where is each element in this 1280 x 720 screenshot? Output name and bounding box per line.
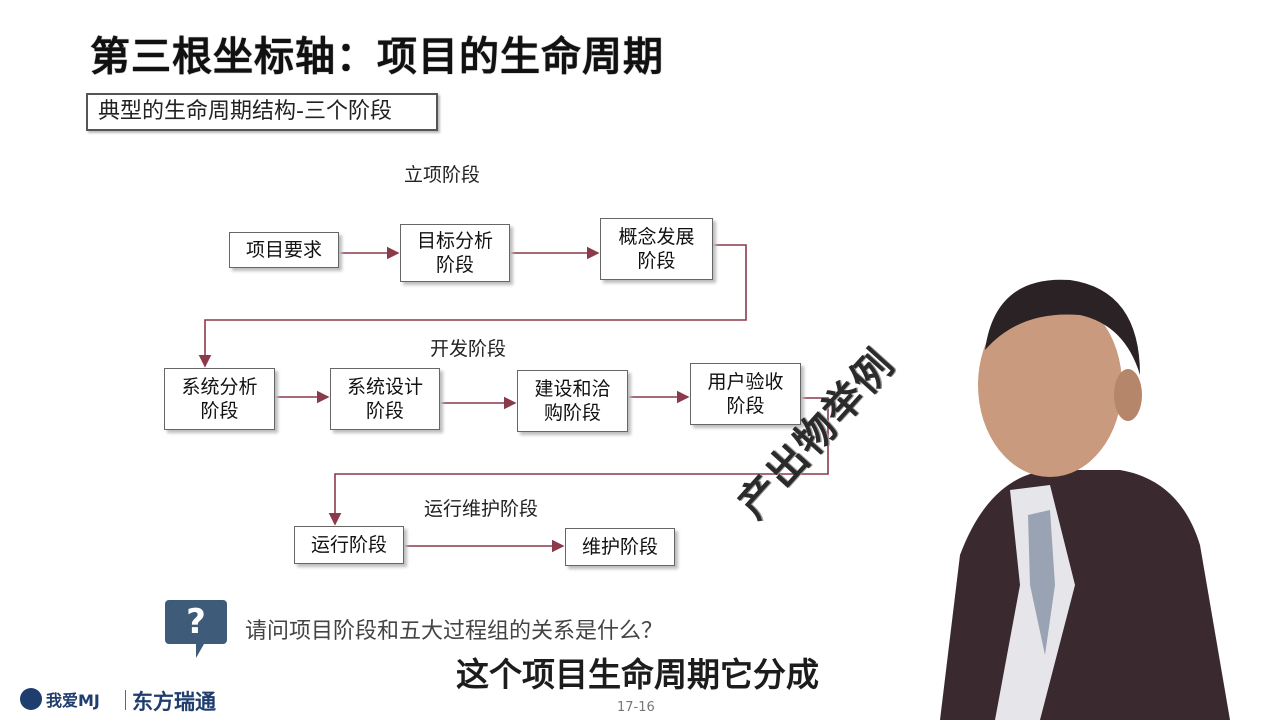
phase-label-development: 开发阶段 [430,338,507,360]
node-label: 用户验收 [707,371,784,393]
node-label: 阶段 [435,254,474,276]
node-label: 建设和洽 [534,378,611,400]
phase-label-initiation: 立项阶段 [404,164,481,186]
node-label: 系统设计 [346,376,423,398]
page-number: 17-16 [617,700,655,715]
slide-title: 第三根坐标轴：项目的生命周期 [90,34,664,80]
logo-right: 东方瑞通 [132,690,216,714]
node-build-procure: 建设和洽 购阶段 [517,370,628,432]
phase-label-operation: 运行维护阶段 [424,498,539,520]
node-label: 阶段 [726,395,765,417]
logo-mark-icon [20,688,42,710]
node-label: 项目要求 [245,239,322,261]
node-label: 概念发展 [618,226,695,248]
slide-subtitle: 典型的生命周期结构-三个阶段 [86,93,438,131]
node-system-analysis: 系统分析 阶段 [164,368,275,430]
question-icon-tail [196,644,204,658]
node-label: 运行阶段 [310,534,387,556]
node-goal-analysis: 目标分析 阶段 [400,224,510,282]
node-maintenance-stage: 维护阶段 [565,528,675,566]
node-label: 阶段 [200,400,239,422]
node-label: 目标分析 [416,230,493,252]
node-project-requirements: 项目要求 [229,232,339,268]
node-user-acceptance: 用户验收 阶段 [690,363,801,425]
node-operation-stage: 运行阶段 [294,526,404,564]
question-text: 请问项目阶段和五大过程组的关系是什么？ [245,619,664,644]
node-concept-development: 概念发展 阶段 [600,218,713,280]
presenter-image [940,279,1230,720]
logo-divider [125,690,126,710]
logo-left: 我爱MJ [20,684,100,714]
node-label: 阶段 [637,250,676,272]
node-system-design: 系统设计 阶段 [330,368,440,430]
node-label: 维护阶段 [581,536,658,558]
logo-left-text: 我爱MJ [46,691,100,710]
node-label: 阶段 [365,400,404,422]
node-label: 系统分析 [181,376,258,398]
question-icon: ? [165,600,227,644]
video-subtitle: 这个项目生命周期它分成 [456,655,819,694]
node-label: 购阶段 [543,402,601,424]
